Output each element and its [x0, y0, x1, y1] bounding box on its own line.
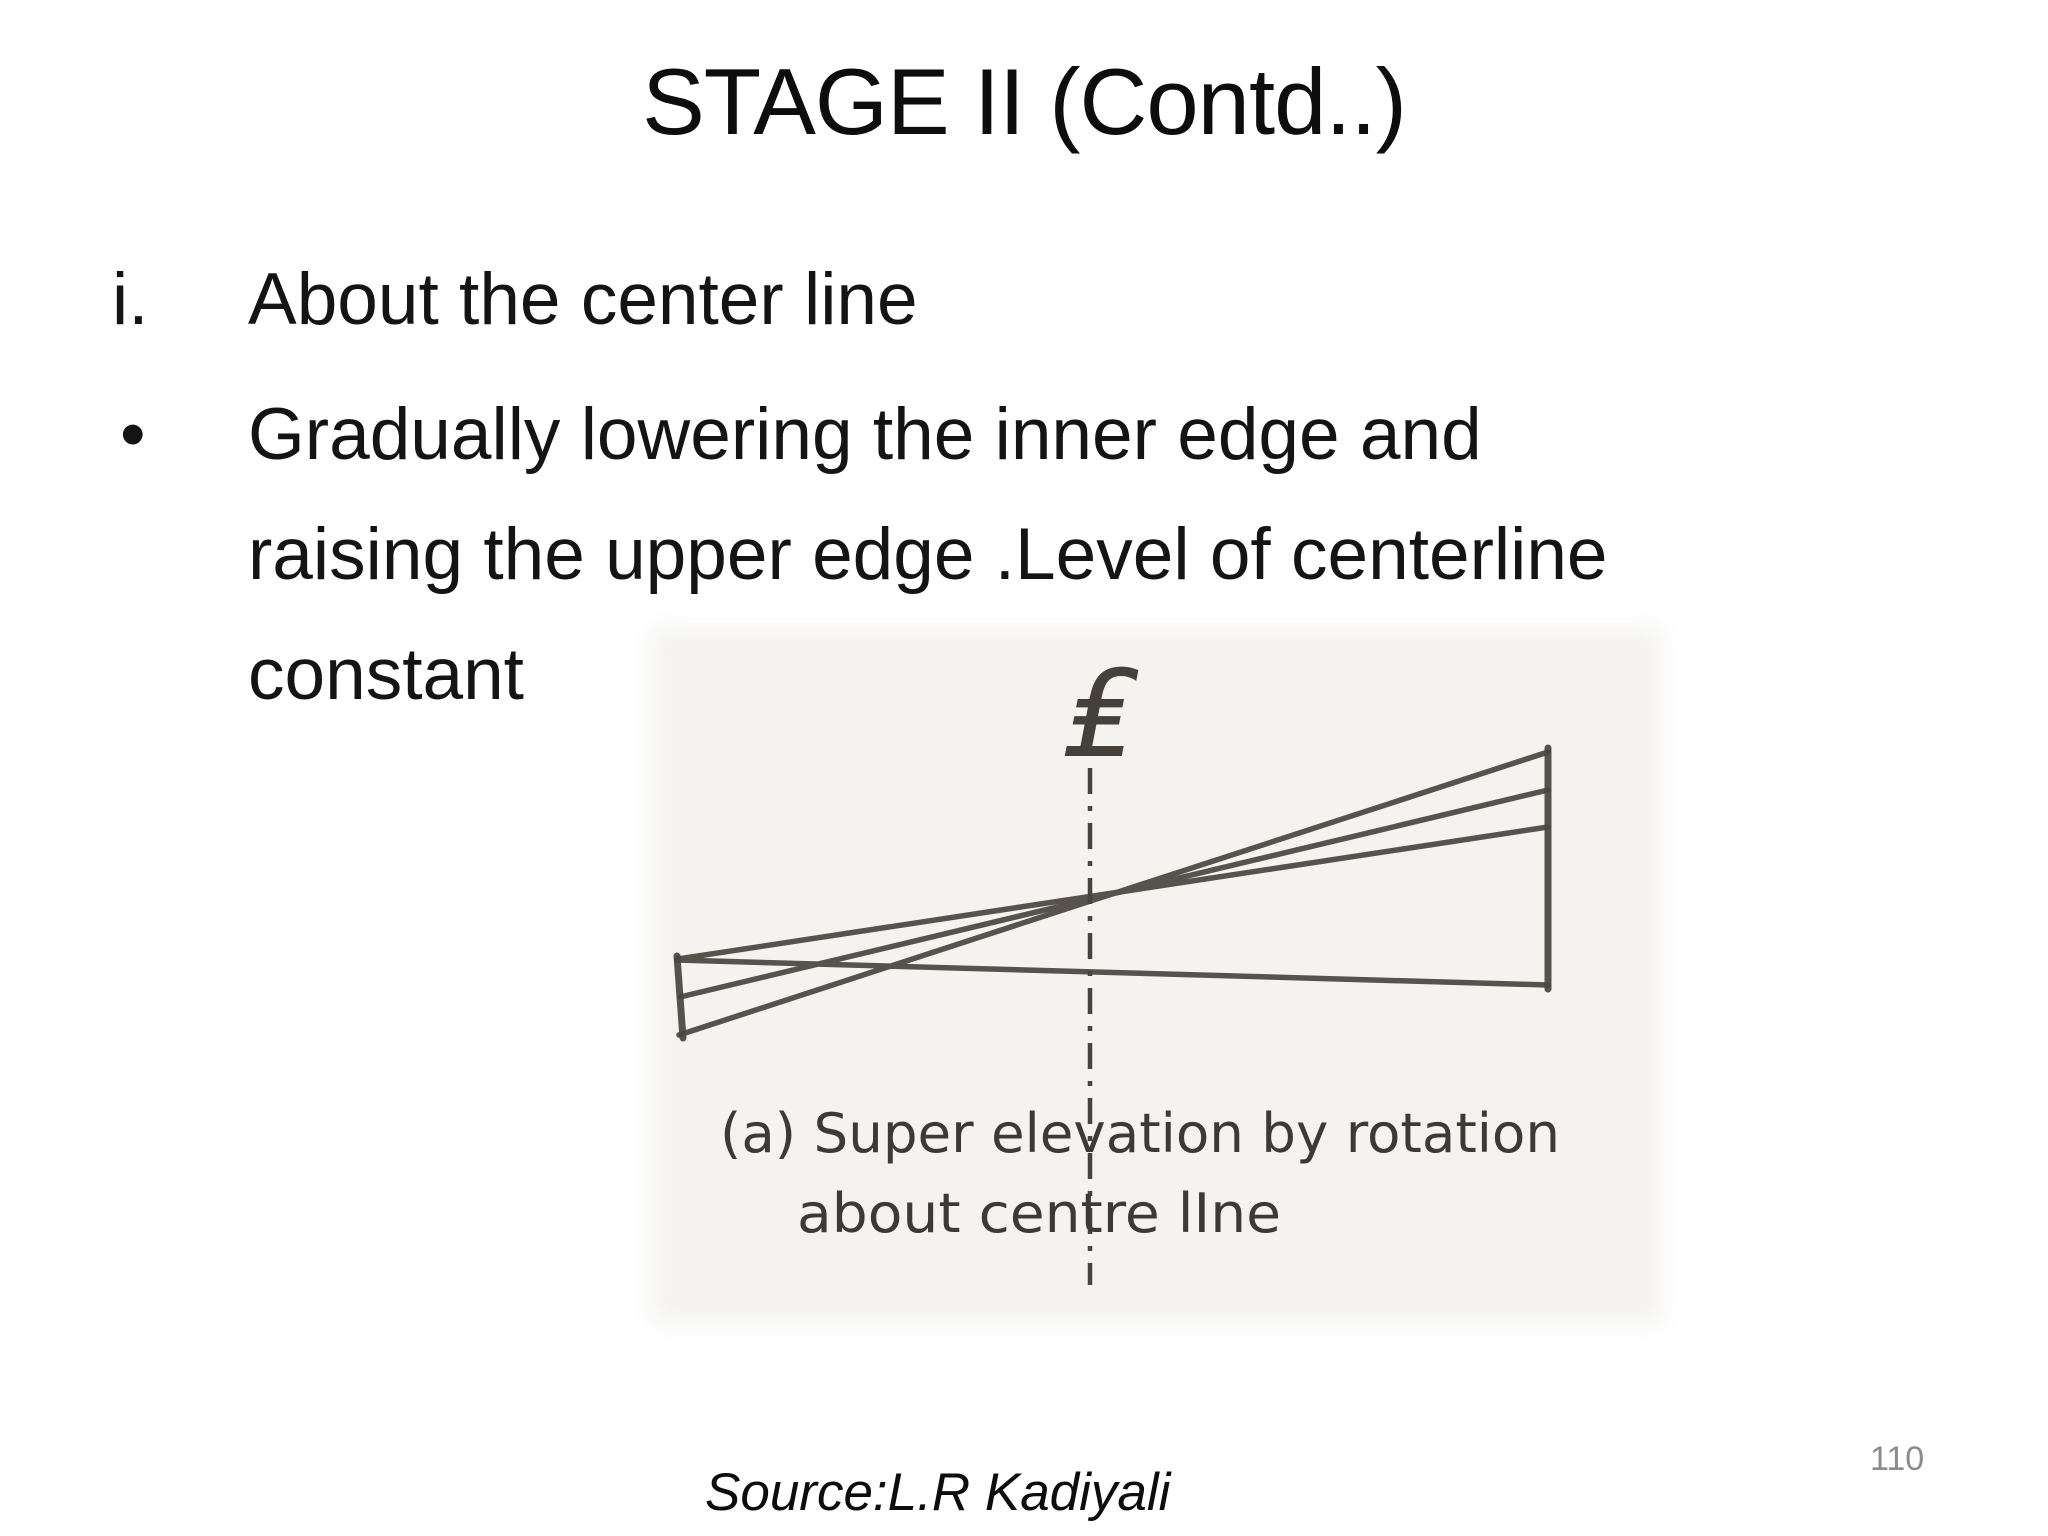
bullet-text-line: Gradually lowering the inner edge and	[248, 394, 1482, 475]
rotated-surface-min	[675, 824, 1551, 962]
page-number: 110	[1870, 1440, 1925, 1478]
centerline-symbol: ₤	[1062, 646, 1139, 785]
scan-background	[652, 628, 1662, 1323]
rotated-surface-mid	[677, 787, 1551, 1000]
source-credit: Source:L.R Kadiyali	[705, 1463, 1171, 1522]
bullet-text-line: raising the upper edge .Level of centerl…	[248, 514, 1608, 595]
rotated-surface-max	[676, 749, 1551, 1038]
original-surface-baseline	[674, 957, 1551, 988]
list-marker-dot: •	[120, 394, 146, 475]
rotation-fan-lines	[674, 749, 1551, 1038]
edge-bars	[673, 744, 1552, 1042]
bullet-text-line: constant	[248, 634, 524, 715]
figure-caption-line2: about centre lIne	[797, 1182, 1281, 1245]
slide-title: STAGE II (Contd..)	[642, 49, 1407, 154]
list-marker-roman: i.	[112, 259, 149, 340]
figure-caption-line1: (a) Super elevation by rotation	[720, 1102, 1560, 1165]
inner-edge-bar	[673, 952, 687, 1042]
bullet-text-line: About the center line	[248, 259, 918, 340]
